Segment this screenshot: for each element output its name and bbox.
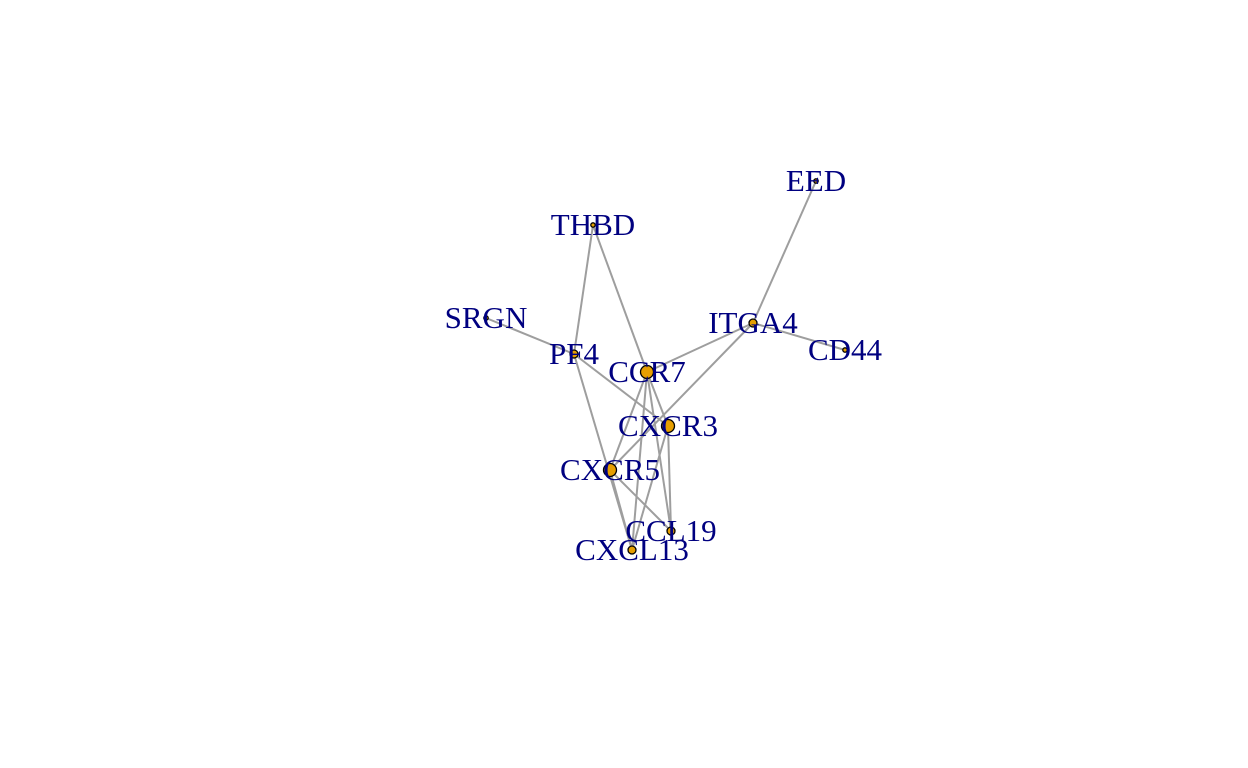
edge-cxcr5-ccl19 <box>609 469 672 532</box>
node-cxcr3[interactable] <box>660 418 676 434</box>
node-pf4[interactable] <box>569 349 579 359</box>
edge-itga4-cxcr5 <box>609 322 754 471</box>
node-label-cxcr3: CXCR3 <box>618 408 718 443</box>
node-label-pf4: PF4 <box>549 336 599 371</box>
edge-itga4-cd44 <box>752 322 846 351</box>
node-label-srgn: SRGN <box>445 300 528 335</box>
node-label-thbd: THBD <box>551 207 635 242</box>
node-ccr7[interactable] <box>639 364 655 380</box>
node-itga4[interactable] <box>748 318 758 328</box>
node-eed[interactable] <box>813 178 819 184</box>
edge-ccr7-cxcl13 <box>631 371 648 551</box>
node-label-eed: EED <box>786 163 846 198</box>
edge-itga4-ccr7 <box>646 322 754 373</box>
node-label-ccr7: CCR7 <box>608 354 686 389</box>
edge-ccr7-cxcr3 <box>646 371 669 427</box>
edge-thbd-pf4 <box>573 224 594 355</box>
node-label-cd44: CD44 <box>808 332 883 367</box>
edge-eed-itga4 <box>752 180 817 324</box>
edge-thbd-ccr7 <box>592 224 648 373</box>
node-label-cxcr5: CXCR5 <box>560 452 660 487</box>
edge-cxcr3-cxcl13 <box>631 425 669 551</box>
edge-ccr7-cxcr5 <box>609 371 648 471</box>
edge-cxcr3-ccl19 <box>667 425 672 532</box>
node-srgn[interactable] <box>483 315 489 321</box>
edge-layer <box>485 180 846 551</box>
edge-cxcr5-cxcl13 <box>609 469 633 551</box>
edge-srgn-pf4 <box>485 317 575 355</box>
edge-ccr7-ccl19 <box>646 371 672 532</box>
node-thbd[interactable] <box>590 222 596 228</box>
node-label-itga4: ITGA4 <box>708 305 798 340</box>
node-label-ccl19: CCL19 <box>625 513 716 548</box>
node-cxcr5[interactable] <box>602 462 618 478</box>
node-layer <box>483 178 848 555</box>
node-cd44[interactable] <box>842 347 848 353</box>
node-ccl19[interactable] <box>666 526 676 536</box>
node-label-cxcl13: CXCL13 <box>575 532 689 567</box>
node-cxcl13[interactable] <box>627 545 637 555</box>
